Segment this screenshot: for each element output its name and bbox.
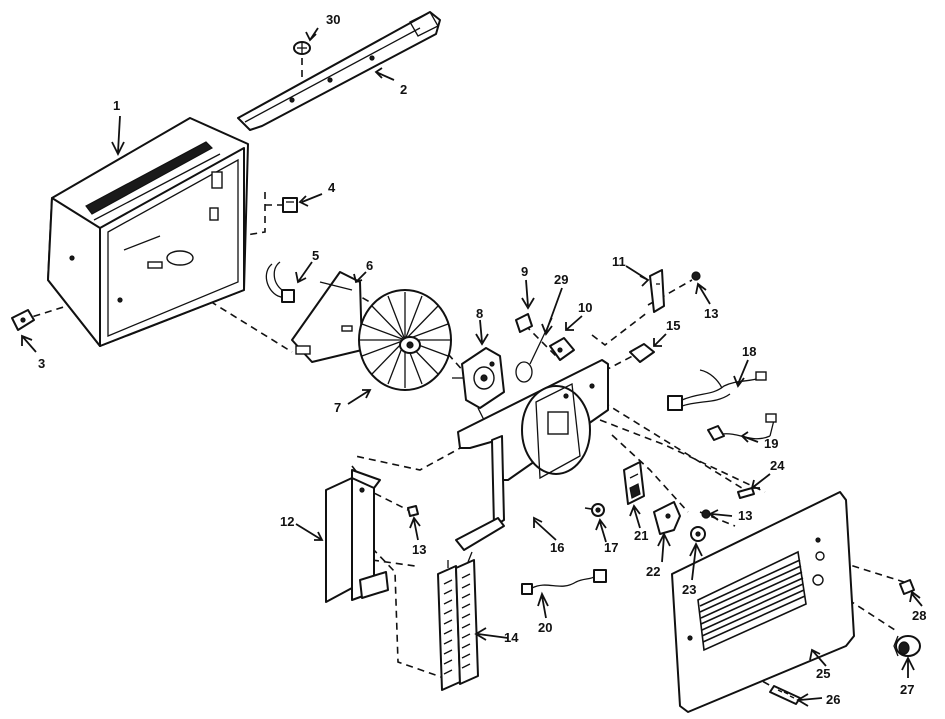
callout-6: 6 bbox=[366, 258, 373, 273]
part-fan-7 bbox=[358, 289, 452, 391]
part-bracket-12 bbox=[325, 469, 389, 603]
callout-23: 23 bbox=[682, 582, 696, 597]
callout-26: 26 bbox=[826, 692, 840, 707]
part-harness-5 bbox=[265, 261, 295, 303]
part-plate-16 bbox=[455, 359, 609, 551]
callout-11: 11 bbox=[612, 254, 626, 269]
part-clip-15 bbox=[629, 343, 655, 363]
callout-21: 21 bbox=[634, 528, 648, 543]
callout-17: 17 bbox=[604, 540, 618, 555]
part-screw-13-upper bbox=[691, 271, 701, 281]
callout-7: 7 bbox=[334, 400, 341, 415]
part-housing-1 bbox=[47, 117, 249, 347]
callout-10: 10 bbox=[578, 300, 592, 315]
callout-12: 12 bbox=[280, 514, 294, 529]
part-nut-17 bbox=[591, 503, 605, 517]
callout-27: 27 bbox=[900, 682, 914, 697]
part-clamp-10 bbox=[549, 337, 575, 361]
part-adapter-23 bbox=[690, 526, 706, 542]
part-harness-18 bbox=[667, 369, 767, 411]
callout-13-upper: 13 bbox=[704, 306, 718, 321]
callout-labels: 1 2 3 4 5 6 7 8 9 10 11 12 13 13 13 14 1… bbox=[38, 12, 926, 707]
callout-8: 8 bbox=[476, 306, 483, 321]
part-screw-13-left bbox=[407, 505, 419, 517]
part-screw-30 bbox=[293, 41, 311, 55]
callout-20: 20 bbox=[538, 620, 552, 635]
callout-24: 24 bbox=[770, 458, 785, 473]
callout-1: 1 bbox=[113, 98, 120, 113]
callout-25: 25 bbox=[816, 666, 830, 681]
callout-13-left: 13 bbox=[412, 542, 426, 557]
callout-2: 2 bbox=[400, 82, 407, 97]
part-knob-27 bbox=[893, 635, 921, 657]
callout-4: 4 bbox=[328, 180, 336, 195]
callout-22: 22 bbox=[646, 564, 660, 579]
part-element-14 bbox=[437, 551, 479, 691]
part-screw-26 bbox=[769, 685, 801, 705]
callout-arrows bbox=[21, 27, 923, 707]
part-screw-24 bbox=[737, 487, 755, 499]
callout-14: 14 bbox=[504, 630, 519, 645]
part-rail-2 bbox=[237, 11, 441, 131]
callout-3: 3 bbox=[38, 356, 45, 371]
callout-18: 18 bbox=[742, 344, 756, 359]
part-wire-20 bbox=[521, 569, 607, 595]
callout-16: 16 bbox=[550, 540, 564, 555]
part-bracket-22 bbox=[653, 501, 681, 535]
callout-30: 30 bbox=[326, 12, 340, 27]
part-thermostat-21 bbox=[623, 461, 645, 505]
part-clip-3 bbox=[11, 309, 35, 331]
callout-28: 28 bbox=[912, 608, 926, 623]
part-bracket-11 bbox=[649, 269, 665, 313]
callout-29: 29 bbox=[554, 272, 568, 287]
callout-9: 9 bbox=[521, 264, 528, 279]
callout-5: 5 bbox=[312, 248, 319, 263]
part-shroud-6 bbox=[291, 271, 363, 363]
part-grille-25 bbox=[671, 491, 855, 713]
callout-13-mid: 13 bbox=[738, 508, 752, 523]
part-bracket-9 bbox=[515, 313, 533, 333]
callout-19: 19 bbox=[764, 436, 778, 451]
part-button-28 bbox=[899, 579, 915, 595]
part-harness-19 bbox=[707, 413, 777, 441]
part-motor-8 bbox=[452, 347, 505, 421]
callout-15: 15 bbox=[666, 318, 680, 333]
part-connector-4 bbox=[282, 197, 298, 213]
